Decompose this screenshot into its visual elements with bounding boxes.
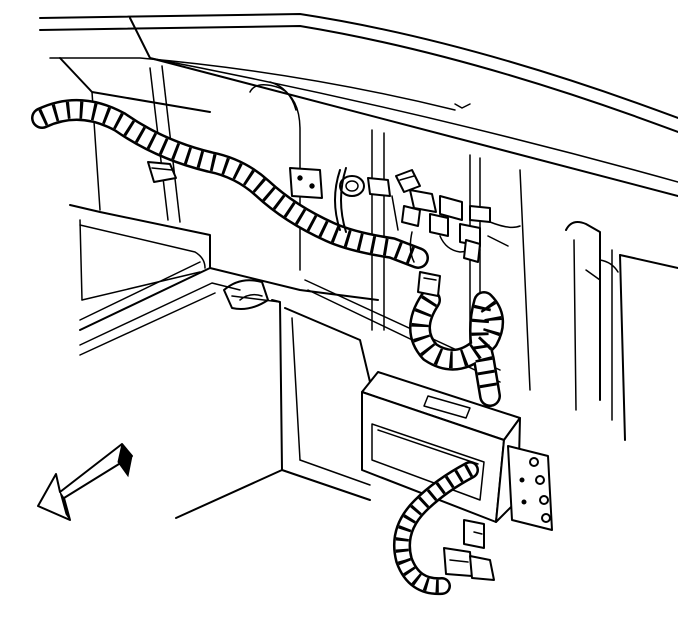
- wiring-harness: [31, 99, 505, 407]
- left-side-wall: [69, 204, 211, 301]
- harness-bracket: [289, 167, 323, 199]
- direction-arrow: [37, 442, 133, 521]
- lower-cable: [393, 461, 495, 596]
- harness-clip-left: [147, 161, 177, 183]
- connector-d: [439, 195, 463, 221]
- connector-e: [429, 213, 449, 237]
- connector-cluster: [147, 161, 521, 297]
- control-module: [361, 371, 553, 531]
- connector-g: [469, 205, 491, 223]
- connector-j: [417, 271, 441, 297]
- connector-b: [395, 169, 421, 193]
- connector-a: [367, 177, 391, 197]
- back-wall-panel: [304, 129, 678, 441]
- connector-i: [463, 239, 481, 263]
- roof-body-panel: [39, 13, 678, 271]
- connector-h: [401, 205, 421, 227]
- grommet: [339, 175, 365, 197]
- cargo-floor: [79, 261, 379, 519]
- mounting-bracket: [507, 445, 553, 531]
- connector-c: [409, 189, 437, 213]
